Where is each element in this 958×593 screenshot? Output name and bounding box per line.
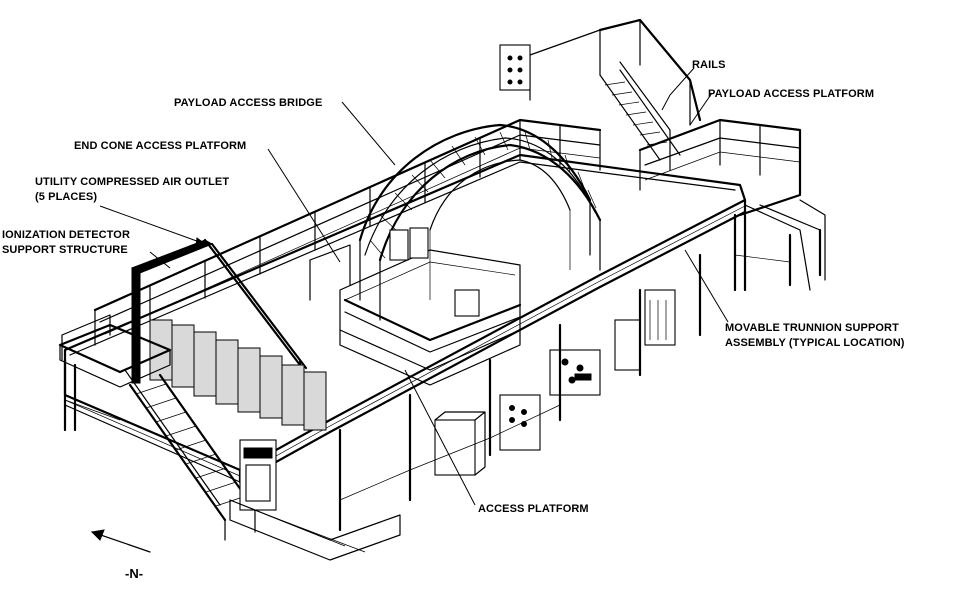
left-stair [124,369,257,541]
label-payload-access-bridge: PAYLOAD ACCESS BRIDGE [174,97,322,109]
label-utility-air-outlet-line2: (5 PLACES) [35,191,97,203]
upper-stair [599,61,681,171]
main-deck [63,153,747,484]
label-rails: RAILS [692,59,726,71]
north-label: -N- [125,566,143,581]
label-payload-access-platform: PAYLOAD ACCESS PLATFORM [708,88,874,100]
label-utility-air-outlet-line1: UTILITY COMPRESSED AIR OUTLET [35,176,229,188]
label-movable-trunnion-line2: ASSEMBLY (TYPICAL LOCATION) [725,337,905,349]
payload-access-platform [638,118,826,292]
north-arrow [90,529,151,553]
upper-platform-rails [499,18,702,126]
lower-equipment [229,253,702,561]
end-cone-access-platform [309,227,522,386]
label-access-platform: ACCESS PLATFORM [478,503,589,515]
label-end-cone-access-platform: END CONE ACCESS PLATFORM [74,140,246,152]
label-ionization-detector-line1: IONIZATION DETECTOR [2,229,130,241]
payload-access-bridge [358,123,602,321]
leader-lines [99,67,729,506]
label-ionization-detector-line2: SUPPORT STRUCTURE [2,244,128,256]
back-guardrail [93,118,602,346]
ionization-detector-structure [130,238,327,431]
left-platform [58,314,172,432]
label-movable-trunnion-line1: MOVABLE TRUNNION SUPPORT [725,322,899,334]
